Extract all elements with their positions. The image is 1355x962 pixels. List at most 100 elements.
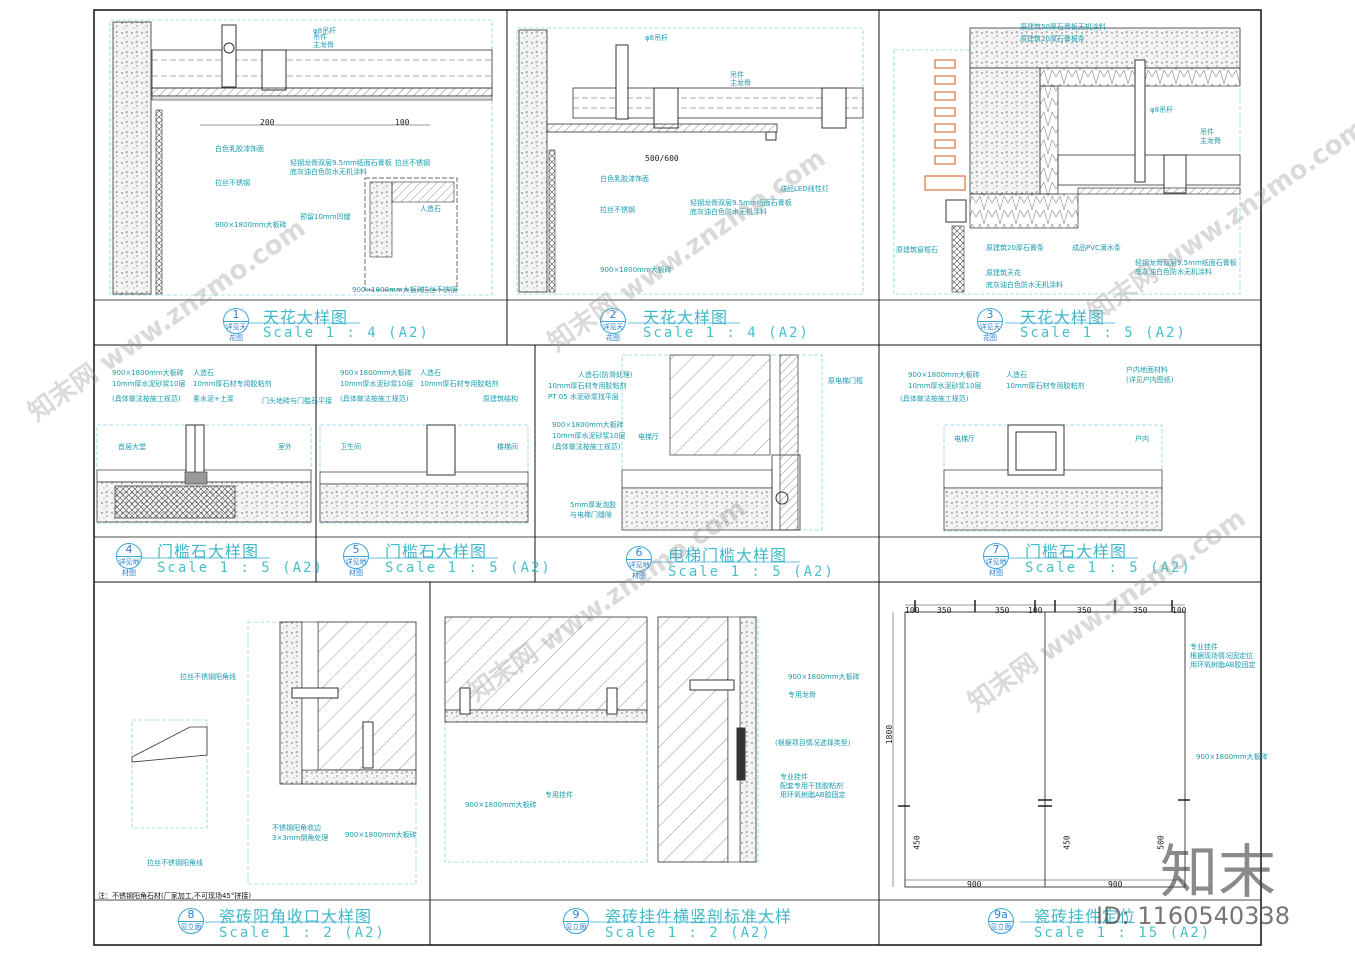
label: 900×1800mm大板砖 (908, 371, 980, 379)
label: 吊件 (1200, 128, 1214, 136)
dimension: 100 (1172, 606, 1187, 615)
label: 900×1800mm大板砖 (552, 421, 624, 429)
dimension: 350 (995, 606, 1010, 615)
label: 配套专用干挂胶粘剂 (780, 782, 843, 790)
label: 电梯厅 (638, 433, 659, 441)
label: 用环氧树脂AB胶固定 (780, 791, 846, 799)
label: 吊件 (313, 33, 327, 41)
label: 素水泥+土浆 (193, 395, 234, 403)
label: 原建筑窗框石 (896, 246, 938, 254)
label: 原电梯门框 (828, 377, 863, 385)
label: 900×1800mm大板砖 (1196, 753, 1268, 761)
dimension: 200 (260, 118, 275, 127)
label: 主龙骨 (730, 79, 751, 87)
detail-scale-7: Scale 1 : 5 (A2) (1025, 560, 1192, 576)
detail-scale-8: Scale 1 : 2 (A2) (219, 925, 386, 941)
label: 900×1800mm大板砖 (352, 286, 424, 294)
label: 10mm厚石材专用胶粘剂 (548, 382, 627, 390)
detail-title-7: 门槛石大样图 (1025, 542, 1128, 561)
detail-title-3: 天花大样图 (1020, 308, 1106, 327)
dimension: 350 (1077, 606, 1092, 615)
label: (具体做法按施工规范) (112, 395, 181, 403)
dimension: 350 (937, 606, 952, 615)
label: 原建筑20厚石膏板条 (1020, 35, 1085, 43)
label: 预留10mm凹缝 (300, 213, 351, 221)
dimension: 100 (1028, 606, 1043, 615)
label: 人造石 (420, 205, 441, 213)
label: 楼梯间 (497, 443, 518, 451)
detail-scale-4: Scale 1 : 5 (A2) (157, 560, 324, 576)
detail-title-2: 天花大样图 (643, 308, 729, 327)
label: PT 05 水泥砂浆找平层 (548, 393, 619, 401)
label: 吊件 (730, 71, 744, 79)
label: (具体做法按施工规范) (340, 395, 409, 403)
label: 10mm厚石材专用胶粘剂 (420, 380, 499, 388)
dimension: 450 (912, 835, 922, 850)
label: 卫生间 (340, 443, 361, 451)
label: 900×1800mm大板砖 (465, 801, 537, 809)
label: 拉丝不锈钢 (395, 159, 430, 167)
label: 成品LED线性灯 (780, 185, 829, 193)
detail-scale-2: Scale 1 : 4 (A2) (643, 325, 810, 341)
label: 拉丝不锈钢阳角线 (180, 673, 236, 681)
label: 900×1800mm大板砖 (600, 266, 672, 274)
detail-scale-9a: Scale 1 : 15 (A2) (1034, 925, 1212, 941)
label: 白色乳胶漆饰面 (600, 175, 649, 183)
label: 底灰油白色防水无机涂料 (986, 281, 1063, 289)
detail-scale-1: Scale 1 : 4 (A2) (263, 325, 430, 341)
label: 拉丝不锈钢 (215, 179, 250, 187)
label: 900×1800mm大板砖 (345, 831, 417, 839)
label: φ8吊杆 (313, 27, 337, 35)
label: 10mm厚石材专用胶粘剂 (1006, 382, 1085, 390)
label: 原建筑天花 (986, 269, 1021, 277)
label: 底灰油白色防水无机涂料 (690, 208, 767, 216)
label: 用环氧树脂AB胶固定 (1190, 661, 1256, 669)
label: 900×1800mm大板砖 (215, 221, 287, 229)
label: 专用挂件 (545, 791, 573, 799)
label: 人造石(防滑处理) (578, 371, 633, 379)
label: 拉丝不锈钢 (600, 206, 635, 214)
label: 拉丝不锈钢 (422, 286, 457, 294)
dimension: 900 (967, 880, 982, 889)
label: 专业挂件 (780, 773, 808, 781)
dimension: 100 (905, 606, 920, 615)
detail-scale-3: Scale 1 : 5 (A2) (1020, 325, 1187, 341)
label: 10mm厚水泥砂浆10层 (908, 382, 982, 390)
label: 人造石 (420, 369, 441, 377)
label: 900×1800mm大板砖 (112, 369, 184, 377)
detail-title-1: 天花大样图 (263, 308, 349, 327)
label: (具体做法按施工规范) (552, 443, 621, 451)
detail-scale-9: Scale 1 : 2 (A2) (605, 925, 772, 941)
label: 3×3mm倒角处理 (272, 834, 329, 842)
dimension: 900 (1108, 880, 1123, 889)
label: 不锈钢阳角收边 (272, 824, 321, 832)
label: 原建筑20厚石膏条 (986, 244, 1044, 252)
dimension: 1800 (885, 724, 895, 745)
dimension: 450 (1062, 835, 1072, 850)
label: 主龙骨 (313, 41, 334, 49)
label: 户内 (1135, 435, 1149, 443)
label: 专业挂件 (1190, 643, 1218, 651)
dimension: 500/600 (645, 154, 679, 163)
label: 10mm厚石材专用胶粘剂 (193, 380, 272, 388)
label: 根据现场情况固定位 (1190, 652, 1253, 660)
label: 专用龙骨 (788, 691, 816, 699)
detail-title-6: 电梯门槛大样图 (668, 546, 788, 565)
label: 900×1800mm大板砖 (788, 673, 860, 681)
label: 室外 (278, 443, 292, 451)
label: 户内地面材料 (1126, 366, 1168, 374)
label: 底灰油白色防水无机涂料 (290, 168, 367, 176)
label: 人造石 (1006, 371, 1027, 379)
label: 拉丝不锈钢阳角线 (147, 859, 203, 867)
